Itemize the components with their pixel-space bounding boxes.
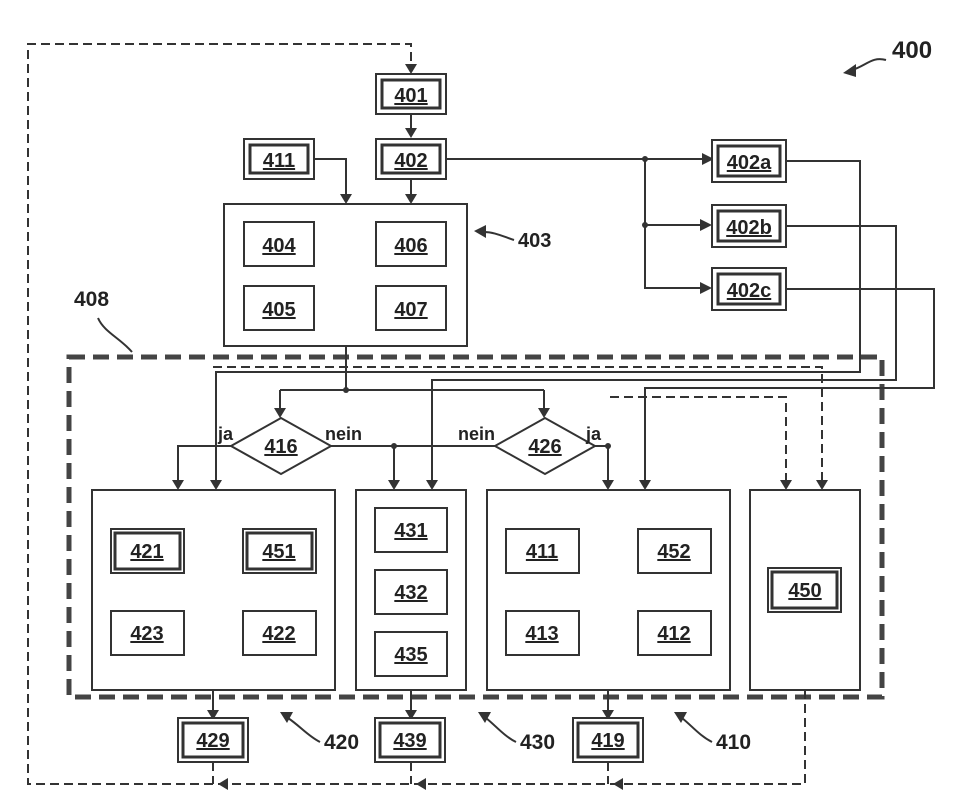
label-nein-right: nein (458, 424, 495, 444)
label-nein-left: nein (325, 424, 362, 444)
label-405: 405 (262, 299, 295, 321)
label-421: 421 (130, 541, 163, 563)
label-402c: 402c (727, 280, 772, 302)
label-402b: 402b (726, 217, 772, 239)
label-420: 420 (324, 731, 359, 754)
label-412: 412 (657, 623, 690, 645)
figure-ref-400-arrow (852, 59, 886, 70)
label-450: 450 (788, 580, 821, 602)
label-430: 430 (520, 731, 555, 754)
label-ja-left: ja (217, 424, 234, 444)
label-416: 416 (264, 436, 297, 458)
label-411-mid: 411 (526, 541, 558, 563)
label-423: 423 (130, 623, 163, 645)
label-406: 406 (394, 235, 427, 257)
label-439: 439 (393, 730, 426, 752)
label-402: 402 (394, 150, 427, 172)
label-451: 451 (262, 541, 295, 563)
label-403: 403 (518, 230, 551, 252)
label-435: 435 (394, 644, 427, 666)
label-426: 426 (528, 436, 561, 458)
label-422: 422 (262, 623, 295, 645)
zone-408-label: 408 (74, 288, 109, 311)
group-410 (487, 490, 730, 690)
label-413: 413 (525, 623, 558, 645)
label-ja-right: ja (585, 424, 602, 444)
zone-408-leader (98, 318, 132, 352)
label-431: 431 (394, 520, 427, 542)
label-410: 410 (716, 731, 751, 754)
label-452: 452 (657, 541, 690, 563)
label-401: 401 (394, 85, 427, 107)
label-402a: 402a (727, 152, 772, 174)
label-407: 407 (394, 299, 427, 321)
label-429: 429 (196, 730, 229, 752)
label-404: 404 (262, 235, 296, 257)
label-419: 419 (591, 730, 624, 752)
group-420 (92, 490, 335, 690)
label-411-top: 411 (263, 150, 295, 172)
figure-ref-400: 400 (892, 37, 932, 64)
label-432: 432 (394, 582, 427, 604)
